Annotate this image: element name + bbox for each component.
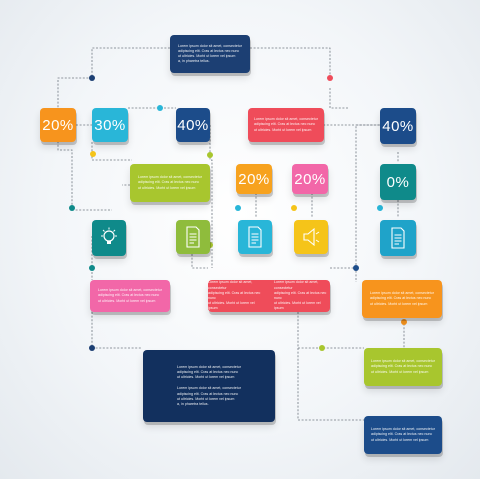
percent-label: 20% — [238, 170, 270, 188]
speaker-tile — [294, 220, 328, 254]
document-tile-cyan — [238, 220, 272, 254]
connector-dot — [377, 205, 383, 211]
speaker-icon — [303, 227, 320, 247]
document-tile-green — [176, 220, 210, 254]
connector-dot — [207, 152, 213, 158]
connector-dot — [291, 205, 297, 211]
document-icon — [248, 226, 262, 248]
bulb-icon — [101, 227, 117, 244]
percent-box-pink: 20% — [292, 164, 328, 194]
percent-label: 0% — [386, 173, 410, 191]
connector-dot — [89, 265, 95, 271]
connector-dot — [353, 265, 359, 271]
percent-box-navy-right: 40% — [380, 108, 416, 144]
percent-box-teal: 0% — [380, 164, 416, 200]
connector-dot — [207, 242, 213, 248]
percent-box-amber: 20% — [236, 164, 272, 194]
document-icon — [186, 226, 200, 248]
connector-dot — [157, 105, 163, 111]
percent-box-navy: 40% — [176, 108, 210, 142]
percent-box-orange: 20% — [40, 108, 76, 142]
bulb-tile — [92, 220, 126, 256]
document-icon — [391, 227, 405, 249]
connector-dot — [327, 75, 333, 81]
percent-box-cyan: 30% — [92, 108, 128, 142]
percent-label: 30% — [94, 116, 126, 134]
percent-label: 20% — [294, 170, 326, 188]
connector-dot — [235, 205, 241, 211]
connector-dot — [401, 319, 407, 325]
connector-dot — [90, 151, 96, 157]
percent-label: 20% — [42, 116, 74, 134]
connector-dot — [89, 345, 95, 351]
connector-dot — [319, 345, 325, 351]
percent-label: 40% — [177, 116, 209, 134]
connector-dot — [69, 205, 75, 211]
percent-label: 40% — [382, 117, 414, 135]
document-tile-teal — [380, 220, 416, 256]
connector-dot — [89, 75, 95, 81]
